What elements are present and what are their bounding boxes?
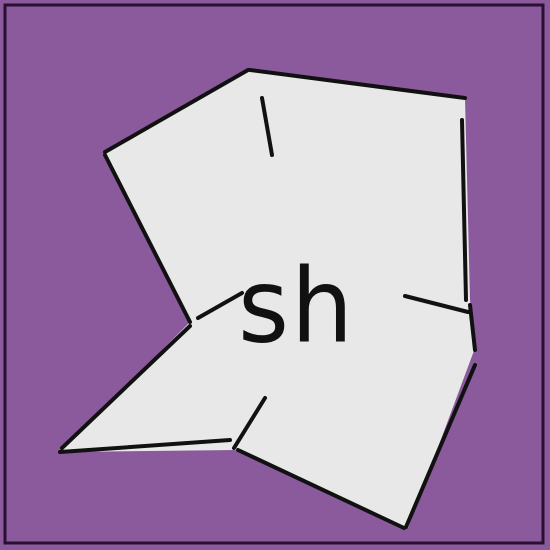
- outline-bottom-left: [58, 438, 232, 454]
- inner-ticks: [196, 96, 470, 450]
- outline-lower-right: [404, 363, 477, 529]
- tick-left: [196, 291, 244, 320]
- paper-shape: [60, 70, 475, 528]
- outline-top-left: [103, 68, 250, 154]
- outline-top: [248, 68, 467, 100]
- tile-frame: [3, 3, 545, 545]
- outline-right-notch: [468, 303, 477, 352]
- glyph-label: sh: [238, 247, 356, 367]
- tick-right: [403, 294, 470, 314]
- shape-outline: [58, 68, 477, 530]
- outline-right: [460, 118, 468, 302]
- outline-left: [103, 153, 192, 324]
- tick-top: [260, 96, 274, 157]
- outline-bottom: [236, 448, 406, 530]
- tick-bottom: [232, 396, 267, 450]
- outline-lower-left: [60, 324, 192, 450]
